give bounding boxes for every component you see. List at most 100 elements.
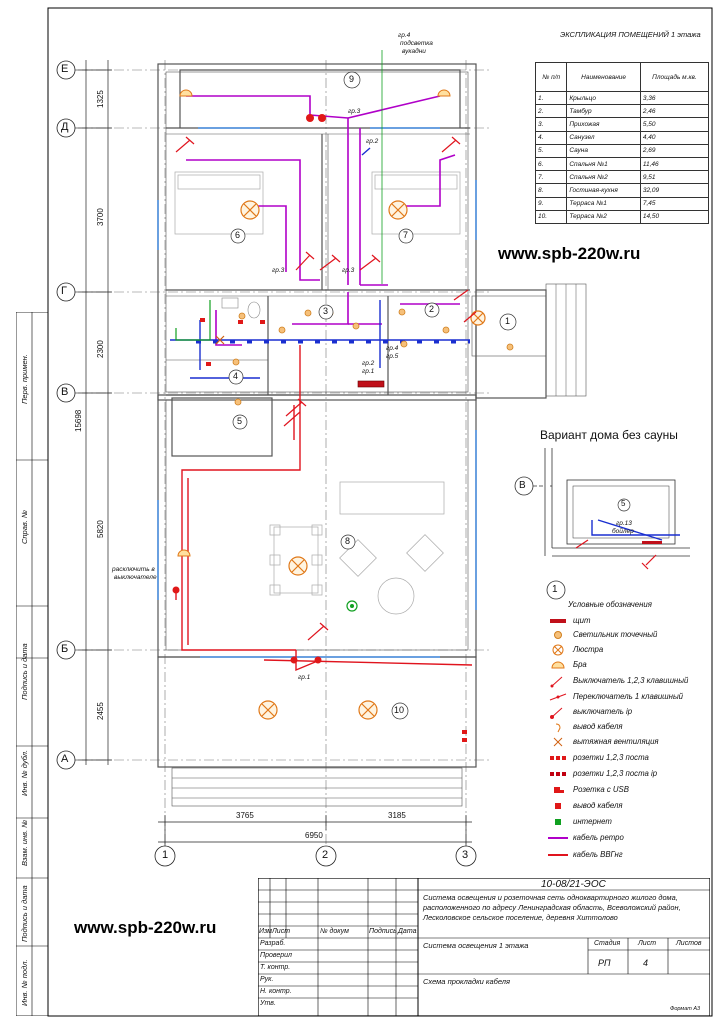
axis-label-row: Д xyxy=(61,121,69,133)
col-header: Подпись xyxy=(369,928,397,935)
point-light-icon xyxy=(554,631,562,639)
legend-label: Розетка с USB xyxy=(573,785,629,794)
sheet-header: Лист xyxy=(638,940,657,947)
table-cell: 7. xyxy=(534,170,568,185)
sheets-header: Листов xyxy=(676,940,702,947)
axis-label-row: В xyxy=(61,386,69,398)
col-header: Дата xyxy=(398,928,417,935)
legend-label: вывод кабеля xyxy=(573,801,623,810)
table-cell: 2. xyxy=(534,104,568,119)
role-label: Рук. xyxy=(260,976,274,983)
table-cell: 7,45 xyxy=(639,196,710,211)
legend-label: интернет xyxy=(573,817,612,826)
legend-item: Люстра xyxy=(552,643,718,657)
explication-table: № п/п Наименование Площадь м.кв. 1.Крыль… xyxy=(534,62,710,224)
table-cell: 2,46 xyxy=(639,104,710,119)
table-cell: 2,69 xyxy=(639,143,710,158)
inset-title: Вариант дома без сауны xyxy=(540,428,678,442)
table-cell: 14,50 xyxy=(639,209,710,224)
axis-label-row: Б xyxy=(61,643,69,655)
legend-label: розетки 1,2,3 поста ip xyxy=(573,769,658,778)
table-cell: Терраса №2 xyxy=(566,209,641,224)
legend-label: Переключатель 1 клавишный xyxy=(573,692,684,701)
cable-outlet-icon xyxy=(555,723,561,733)
watermark-bottom[interactable]: www.spb-220w.ru xyxy=(74,918,217,937)
group-label: гр.4 xyxy=(386,345,399,352)
side-label: Инв. № подл. xyxy=(20,959,29,1006)
group-label: гр.1 xyxy=(362,368,375,375)
group-label: подсветка xyxy=(400,40,433,47)
table-cell: Тамбур xyxy=(566,104,641,119)
legend-item: вытяжная вентиляция xyxy=(553,735,718,749)
room-number: 4 xyxy=(233,371,239,381)
stage-value: РП xyxy=(598,958,611,968)
retro-cable-icon xyxy=(548,837,568,839)
sheet-title: Система освещения 1 этажа xyxy=(423,941,529,950)
dim-label: 1325 xyxy=(96,90,105,108)
axis-label-row: А xyxy=(61,753,69,765)
dim-label: 3700 xyxy=(96,208,105,226)
legend-item: вывод кабеля xyxy=(555,799,718,813)
group-label: гр.3 xyxy=(272,267,285,274)
vvg-cable-icon xyxy=(548,854,568,856)
table-header-num: № п/п xyxy=(534,62,568,92)
watermark-top[interactable]: www.spb-220w.ru xyxy=(498,244,641,263)
table-cell: 5. xyxy=(534,143,568,158)
table-header-name: Наименование xyxy=(566,62,641,92)
note-label: выключателе xyxy=(114,574,157,581)
dim-total-left: 15698 xyxy=(74,409,83,432)
legend-item: кабель ретро xyxy=(548,831,718,845)
room-number: 5 xyxy=(237,416,243,426)
table-cell: 1. xyxy=(534,90,568,106)
legend-item: кабель ВВГнг xyxy=(548,848,718,862)
cable-outlet-red-icon xyxy=(555,803,561,809)
legend-item: Бра xyxy=(551,658,718,672)
legend-title: Условные обозначения xyxy=(568,600,652,609)
group-label: гр.3 xyxy=(348,108,361,115)
axis-label-col: 2 xyxy=(322,849,329,861)
room-number: 9 xyxy=(349,74,355,84)
table-cell: 9,51 xyxy=(639,170,710,185)
col-header: Лист xyxy=(272,928,291,935)
inset-axis-row: В xyxy=(519,480,526,491)
side-label: Взам. инв. № xyxy=(20,819,29,866)
table-cell: Спальня №1 xyxy=(566,156,641,172)
legend-label: Выключатель 1,2,3 клавишный xyxy=(573,676,689,685)
room-number: 1 xyxy=(505,316,511,326)
table-cell: 10. xyxy=(534,209,568,224)
axis-label-row: Е xyxy=(61,63,69,75)
room-number: 3 xyxy=(323,306,329,316)
col-header: Изм xyxy=(259,928,272,935)
side-label: Инв. № дубл. xyxy=(20,749,29,796)
role-label: Т. контр. xyxy=(260,964,291,971)
table-cell: Терраса №1 xyxy=(566,196,641,211)
side-label: Перв. примен. xyxy=(20,354,29,404)
axis-label-row: Г xyxy=(61,285,67,297)
inset-boiler: бойлер xyxy=(612,528,634,535)
toggle-switch-icon xyxy=(549,693,567,701)
dim-total-bottom: 6950 xyxy=(305,831,323,840)
stage-header: Стадия xyxy=(594,940,621,947)
dim-label: 2455 xyxy=(96,702,105,720)
table-cell: Сауна xyxy=(566,143,641,158)
table-header-area: Площадь м.кв. xyxy=(639,62,710,92)
legend-item: интернет xyxy=(555,815,718,829)
sheet-value: 4 xyxy=(643,958,649,968)
side-strip xyxy=(16,312,48,1016)
dim-label: 2300 xyxy=(96,340,105,358)
ip-switch-icon xyxy=(550,707,563,719)
axis-label-col: 3 xyxy=(462,849,469,861)
table-cell: 6. xyxy=(534,156,568,172)
side-label: Справ. № xyxy=(20,509,29,544)
group-label: вукадни xyxy=(402,48,426,55)
table-header-row: № п/п Наименование Площадь м.кв. xyxy=(534,62,710,92)
socket-icon xyxy=(550,756,566,760)
explication-title: ЭКСПЛИКАЦИЯ ПОМЕЩЕНИЙ 1 этажа xyxy=(560,30,701,39)
table-cell: 11,46 xyxy=(639,156,710,172)
panel-icon xyxy=(550,619,566,623)
inset-room: 5 xyxy=(621,499,626,508)
internet-icon xyxy=(555,819,561,825)
